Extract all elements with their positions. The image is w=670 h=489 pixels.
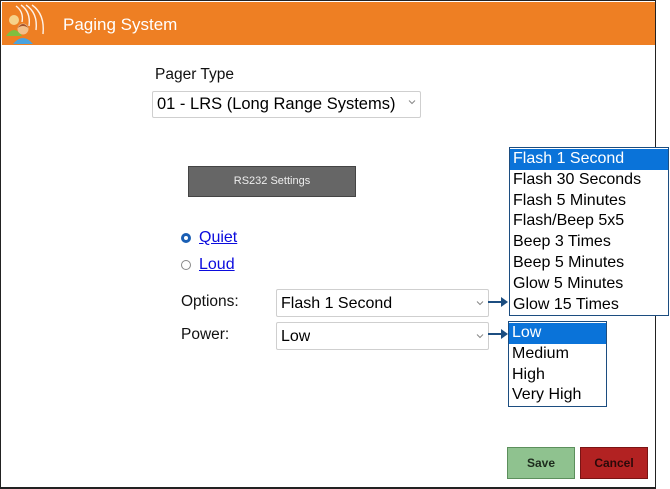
rs232-settings-button[interactable]: RS232 Settings bbox=[188, 166, 356, 197]
quiet-radio[interactable] bbox=[181, 233, 191, 243]
quiet-link[interactable]: Quiet bbox=[199, 229, 238, 246]
dropdown-option[interactable]: Flash 1 Second bbox=[510, 149, 668, 170]
dropdown-option[interactable]: Flash/Beep 5x5 bbox=[513, 212, 625, 230]
dropdown-option[interactable]: Very High bbox=[512, 386, 582, 404]
options-label: Options: bbox=[181, 293, 239, 310]
cancel-button[interactable]: Cancel bbox=[580, 447, 648, 479]
options-callout-arrow-icon bbox=[488, 297, 508, 307]
dropdown-option[interactable]: Glow 15 Times bbox=[513, 295, 619, 313]
save-button[interactable]: Save bbox=[507, 447, 575, 479]
title-bar: Paging System bbox=[2, 2, 655, 45]
options-value: Flash 1 Second bbox=[281, 295, 393, 312]
power-callout-arrow-icon bbox=[488, 329, 508, 339]
dropdown-option[interactable]: Glow 5 Minutes bbox=[513, 274, 624, 292]
options-select[interactable]: Flash 1 Second bbox=[276, 289, 489, 317]
dropdown-option[interactable]: Beep 5 Minutes bbox=[513, 253, 625, 271]
pager-people-icon bbox=[6, 4, 44, 44]
power-label: Power: bbox=[181, 326, 230, 343]
options-dropdown-list: Flash 1 Second Flash 30 Seconds Flash 5 … bbox=[509, 147, 669, 316]
dropdown-option[interactable]: Flash 30 Seconds bbox=[513, 170, 642, 188]
dropdown-option[interactable]: Beep 3 Times bbox=[513, 233, 611, 251]
power-select[interactable]: Low bbox=[276, 322, 489, 350]
power-dropdown-list: Low Medium High Very High bbox=[508, 321, 607, 407]
power-value: Low bbox=[281, 328, 311, 345]
chevron-down-icon bbox=[476, 334, 484, 339]
dropdown-option[interactable]: Medium bbox=[512, 344, 569, 362]
chevron-down-icon bbox=[408, 100, 416, 105]
pager-type-select[interactable]: 01 - LRS (Long Range Systems) bbox=[152, 91, 421, 118]
pager-type-value: 01 - LRS (Long Range Systems) bbox=[157, 95, 396, 113]
chevron-down-icon bbox=[476, 301, 484, 306]
dropdown-option[interactable]: High bbox=[512, 365, 545, 383]
window-title: Paging System bbox=[63, 15, 178, 34]
dropdown-option[interactable]: Low bbox=[509, 323, 606, 344]
loud-radio[interactable] bbox=[181, 260, 191, 270]
dropdown-option[interactable]: Flash 5 Minutes bbox=[513, 191, 626, 209]
loud-link[interactable]: Loud bbox=[199, 256, 235, 273]
pager-type-label: Pager Type bbox=[155, 66, 234, 83]
